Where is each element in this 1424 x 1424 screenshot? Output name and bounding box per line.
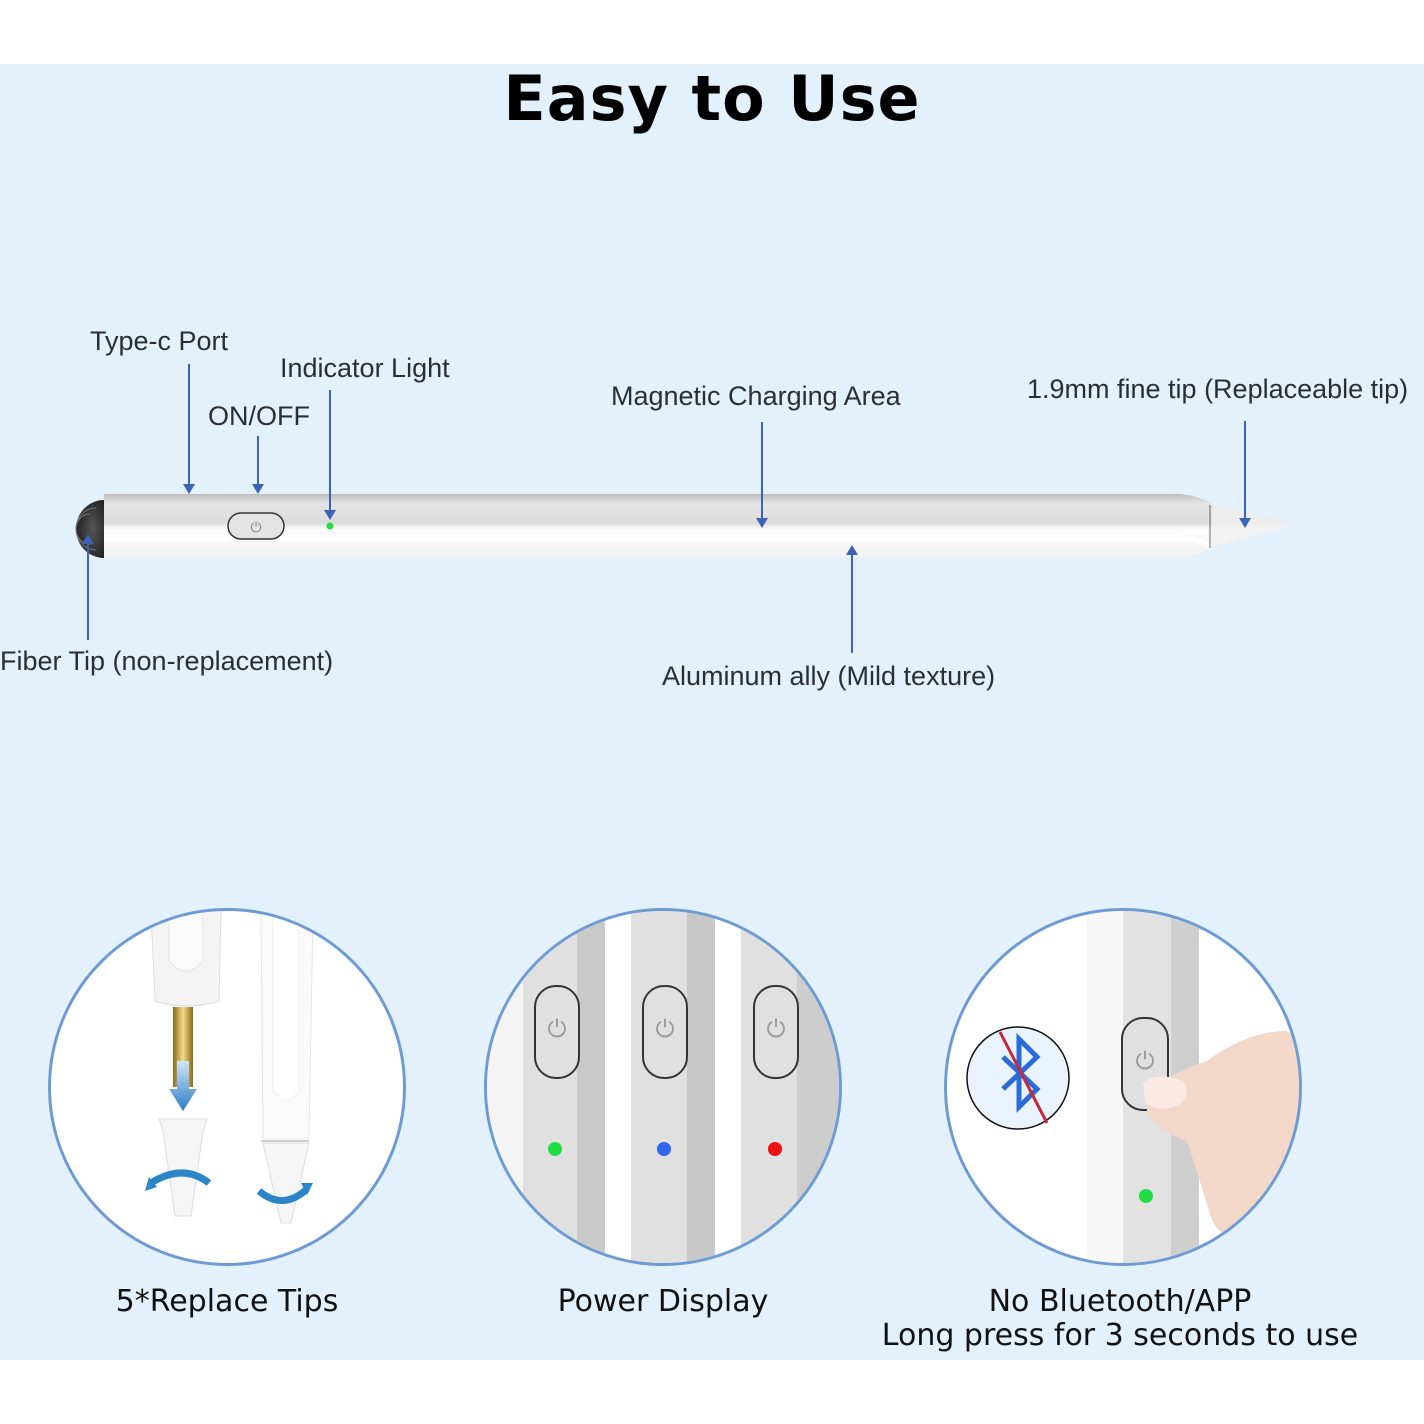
label-type-c-port: Type-c Port xyxy=(90,326,229,356)
label-on-off: ON/OFF xyxy=(208,401,310,431)
power-button-3: ⏻ xyxy=(753,985,799,1079)
arrow-on-off xyxy=(252,436,264,494)
insert-arrow-icon xyxy=(169,1061,197,1111)
feature-power-display-image: ⏻ ⏻ ⏻ xyxy=(484,908,842,1266)
label-aluminum-alloy: Aluminum ally (Mild texture) xyxy=(662,661,996,691)
power-icon: ⏻ xyxy=(1135,1047,1155,1075)
arrow-aluminum-alloy xyxy=(846,545,858,653)
label-indicator-light: Indicator Light xyxy=(280,353,450,383)
svg-text:⏻: ⏻ xyxy=(250,520,261,536)
power-button-2: ⏻ xyxy=(642,985,688,1079)
arrow-fiber-tip xyxy=(82,534,94,640)
led-green xyxy=(548,1142,562,1156)
arrow-indicator-light xyxy=(324,390,336,520)
led-red xyxy=(768,1142,782,1156)
led-blue xyxy=(657,1142,671,1156)
caption-long-press: Long press for 3 seconds to use xyxy=(881,1318,1359,1353)
led-green xyxy=(1139,1189,1153,1203)
page-title: Easy to Use xyxy=(503,62,921,135)
power-icon: ⏻ xyxy=(766,1015,786,1043)
caption-power-display: Power Display xyxy=(557,1284,769,1319)
power-icon: ⏻ xyxy=(547,1015,567,1043)
power-button-1: ⏻ xyxy=(534,985,580,1079)
arrow-fine-tip xyxy=(1239,421,1251,528)
feature-replace-tips-image xyxy=(48,908,406,1266)
rotate-arrow-icon xyxy=(149,1169,212,1187)
stylus-pen-illustration: ⏻ xyxy=(75,494,1290,558)
label-magnetic-charging-area: Magnetic Charging Area xyxy=(611,381,901,411)
rotate-arrow-icon-2 xyxy=(256,1186,310,1204)
caption-no-bluetooth: No Bluetooth/APP xyxy=(988,1284,1252,1319)
caption-replace-tips: 5*Replace Tips xyxy=(115,1284,339,1319)
feature-no-bluetooth-image: ⏻ xyxy=(944,908,1302,1266)
arrow-magnetic-charging xyxy=(756,422,768,528)
finger-pressing xyxy=(1147,1031,1299,1241)
indicator-light xyxy=(326,522,334,530)
on-off-button xyxy=(227,512,285,540)
label-fiber-tip: Fiber Tip (non-replacement) xyxy=(0,646,334,676)
label-fine-tip: 1.9mm fine tip (Replaceable tip) xyxy=(1027,374,1409,404)
arrow-type-c-port xyxy=(183,364,195,494)
power-icon: ⏻ xyxy=(655,1015,675,1043)
